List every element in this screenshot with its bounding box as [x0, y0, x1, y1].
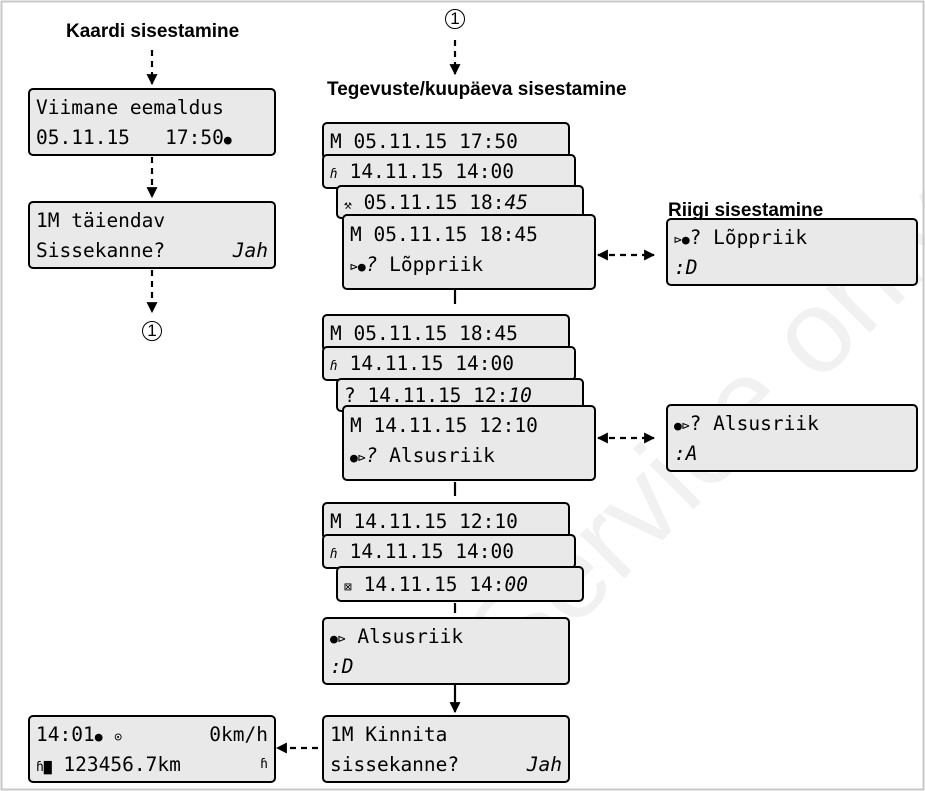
entry-7-question: ? [344, 384, 356, 407]
display-start-country-confirmed: ●⊳ Alsusriik :D [322, 617, 570, 685]
manual-entry-value: Jah [232, 239, 268, 262]
display-entry-2: ɦ 14.11.15 14:00 [322, 154, 576, 189]
end-country-icon: ⊳● [674, 233, 690, 248]
heading-country-entry: Riigi sisestamine [668, 200, 824, 221]
heading-activities-entry: Tegevuste/kuupäeva sisestamine [327, 79, 627, 100]
display-entry-3: ⚒ 05.11.15 18:45 [336, 185, 584, 219]
display-manual-entry-prompt: 1M täiendav Sissekanne? Jah [28, 201, 276, 269]
display-entry-9: M 14.11.15 12:10 [322, 502, 570, 540]
standard-time: 14:01 [36, 723, 95, 746]
entry-4-text: M 05.11.15 18:45 [350, 223, 538, 246]
clock-icon: ⊙ [114, 730, 123, 745]
display-country-start: ●⊳? Alsusriik :A [666, 404, 918, 472]
entry-8-country-label: Alsusriik [389, 444, 495, 467]
start-country-confirmed-code: D [341, 655, 354, 678]
display-entry-1: M 05.11.15 17:50 [322, 122, 570, 160]
rest-icon: ɦ [260, 757, 268, 772]
country-start-code: A [685, 442, 698, 465]
dot-icon: ● [223, 133, 232, 148]
last-withdrawal-time: 17:50 [165, 126, 224, 149]
ref-marker-1-top: 1 [440, 9, 470, 29]
country-start-label: Alsusriik [713, 412, 819, 435]
country-end-code: D [685, 256, 698, 279]
entry-9-text: M 14.11.15 12:10 [330, 510, 518, 533]
display-entry-11: ⊠ 14.11.15 14:00 [336, 566, 584, 602]
card-icon: ▇ [43, 760, 52, 775]
ref-marker-1-bottom: 1 [137, 321, 167, 341]
manual-entry-title: 1M täiendav [36, 209, 166, 232]
standard-odometer: 123456.7km [63, 753, 181, 776]
start-country-icon: ●⊳ [674, 419, 690, 434]
entry-4-country-label: Lõppriik [389, 253, 484, 276]
display-confirm-prompt: 1M Kinnita sissekanne? Jah [322, 715, 570, 783]
display-entry-4: M 05.11.15 18:45 ⊳●? Lõppriik [342, 214, 596, 290]
last-withdrawal-date: 05.11.15 [36, 126, 130, 149]
entry-7-cursor: 10 [508, 384, 532, 407]
entry-3-cursor: 45 [504, 191, 528, 214]
rest-icon: ɦ [330, 167, 338, 182]
display-last-withdrawal: Viimane eemaldus 05.11.15 17:50● [28, 88, 276, 156]
entry-1-text: M 05.11.15 17:50 [330, 130, 518, 153]
display-country-end: ⊳●? Lõppriik :D [666, 218, 918, 286]
country-end-prefix: : [674, 256, 686, 279]
start-country-icon: ●⊳ [350, 451, 366, 466]
confirm-prompt-value: Jah [526, 753, 562, 776]
display-entry-6: ɦ 14.11.15 14:00 [322, 346, 576, 381]
entry-11-text: 14.11.15 14: [363, 573, 505, 596]
entry-8-text: M 14.11.15 12:10 [350, 414, 538, 437]
heading-card-insertion: Kaardi sisestamine [66, 21, 240, 42]
entry-6-text: 14.11.15 14:00 [349, 352, 514, 375]
entry-5-text: M 05.11.15 18:45 [330, 322, 518, 345]
country-end-label: Lõppriik [713, 226, 808, 249]
country-start-question: ? [689, 412, 702, 435]
start-country-confirmed-label: Alsusriik [357, 625, 464, 648]
standard-speed: 0km/h [209, 723, 268, 746]
entry-11-cursor: 00 [504, 573, 528, 596]
entry-3-text: 05.11.15 18: [363, 191, 505, 214]
entry-4-question: ? [365, 253, 378, 276]
confirm-prompt-title: 1M Kinnita [330, 723, 448, 746]
start-country-confirmed-prefix: : [330, 655, 342, 678]
entry-10-text: 14.11.15 14:00 [349, 540, 514, 563]
start-country-icon: ●⊳ [330, 632, 346, 647]
country-end-question: ? [689, 226, 702, 249]
manual-entry-label: Sissekanne? [36, 239, 166, 262]
rest-icon: ɦ [330, 547, 338, 562]
country-start-prefix: : [674, 442, 686, 465]
display-entry-8: M 14.11.15 12:10 ●⊳? Alsusriik [342, 405, 596, 481]
display-entry-10: ɦ 14.11.15 14:00 [322, 534, 576, 569]
rest-icon: ɦ [330, 359, 338, 374]
dot-icon: ● [94, 730, 103, 745]
availability-icon: ⊠ [344, 580, 352, 595]
entry-8-question: ? [365, 444, 378, 467]
end-country-icon: ⊳● [350, 260, 366, 275]
last-withdrawal-title: Viimane eemaldus [36, 96, 224, 119]
confirm-prompt-label: sissekanne? [330, 753, 460, 776]
entry-2-text: 14.11.15 14:00 [349, 160, 514, 183]
work-icon: ⚒ [344, 198, 352, 213]
rest-icon: ɦ [36, 760, 44, 775]
entry-7-text: 14.11.15 12: [367, 384, 509, 407]
